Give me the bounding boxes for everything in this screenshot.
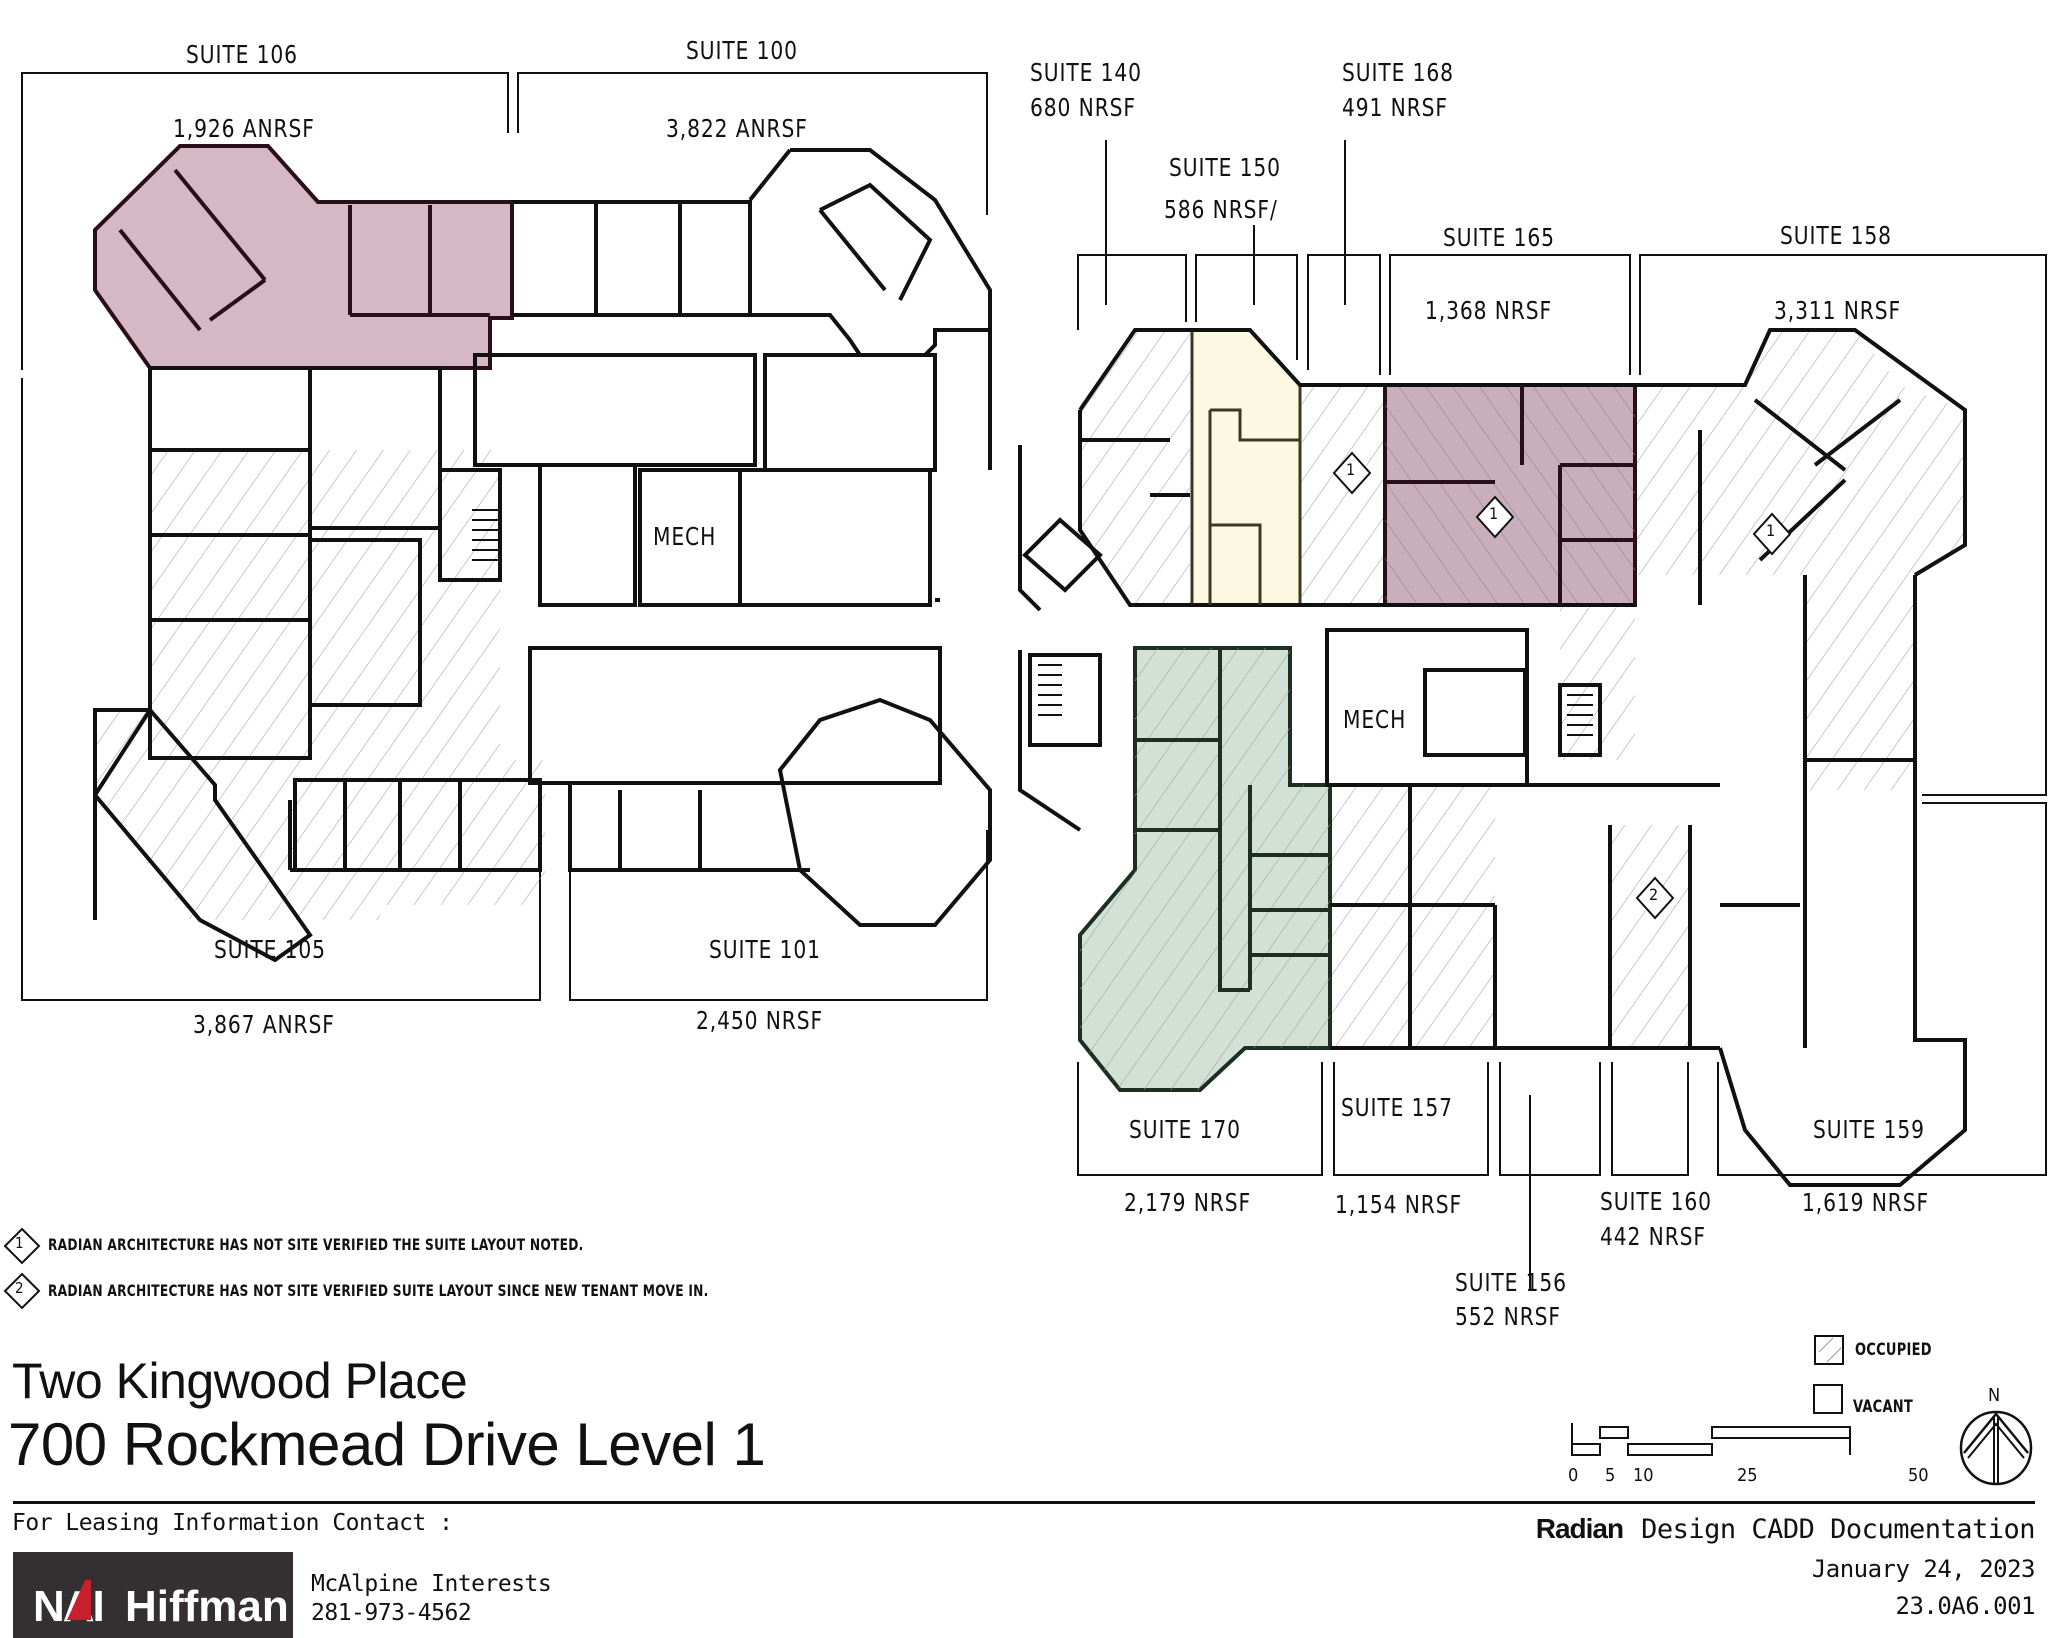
right-building — [1018, 328, 1967, 1187]
suite-170-label[interactable]: SUITE 170 — [1129, 1115, 1241, 1144]
building-name: Two Kingwood Place — [12, 1353, 468, 1409]
marker-1-suite-165: 1 — [1489, 504, 1499, 523]
suite-165-area: 1,368 NRSF — [1425, 296, 1553, 325]
scale-bar — [1571, 1423, 1851, 1456]
north-arrow-icon — [1959, 1410, 2033, 1486]
leasing-phone[interactable]: 281-973-4562 — [311, 1600, 472, 1626]
logo-nai: NAI — [33, 1582, 105, 1631]
mech-room-left: MECH — [653, 522, 717, 551]
nai-red-accent-icon — [67, 1580, 91, 1620]
suite-159-area: 1,619 NRSF — [1802, 1188, 1930, 1217]
suite-140-area: 680 NRSF — [1030, 93, 1136, 122]
marker-2-suite-160: 2 — [1649, 885, 1659, 904]
suite-160-label[interactable]: SUITE 160 — [1600, 1187, 1712, 1216]
scale-tick-10: 10 — [1633, 1465, 1654, 1486]
suite-106-area[interactable] — [93, 144, 514, 370]
legend-vacant: VACANT — [1853, 1397, 1914, 1417]
suite-158-area: 3,311 NRSF — [1774, 296, 1902, 325]
suite-160-area: 442 NRSF — [1600, 1222, 1706, 1251]
suite-165-label[interactable]: SUITE 165 — [1443, 223, 1555, 252]
suite-100-area: 3,822 ANRSF — [666, 114, 808, 143]
suite-168-label[interactable]: SUITE 168 — [1342, 58, 1454, 87]
note-2-text: RADIAN ARCHITECTURE HAS NOT SITE VERIFIE… — [48, 1281, 709, 1300]
suite-106-area: 1,926 ANRSF — [173, 114, 315, 143]
suite-105-area: 3,867 ANRSF — [193, 1010, 335, 1039]
occupied-swatch-icon — [1814, 1335, 1844, 1365]
note-1-diamond-icon — [3, 1227, 41, 1265]
suite-150-label[interactable]: SUITE 150 — [1169, 153, 1281, 182]
suite-140-label[interactable]: SUITE 140 — [1030, 58, 1142, 87]
suite-150-area[interactable] — [1190, 328, 1302, 607]
scale-tick-50: 50 — [1908, 1465, 1929, 1486]
scale-tick-5: 5 — [1605, 1465, 1616, 1486]
north-label: N — [1988, 1385, 2001, 1406]
marker-1-suite-158: 1 — [1766, 521, 1776, 540]
suite-101-area: 2,450 NRSF — [696, 1006, 824, 1035]
legend-occupied: OCCUPIED — [1855, 1340, 1932, 1360]
suite-156-label[interactable]: SUITE 156 — [1455, 1268, 1567, 1297]
suite-156-area: 552 NRSF — [1455, 1302, 1561, 1331]
firm-subtitle: Design CADD Documentation — [1641, 1514, 2035, 1545]
suite-157-label[interactable]: SUITE 157 — [1341, 1093, 1453, 1122]
note-markers — [1332, 451, 1792, 920]
suite-106-label[interactable]: SUITE 106 — [186, 40, 298, 69]
note-2-number: 2 — [15, 1279, 24, 1297]
suite-101-label[interactable]: SUITE 101 — [709, 935, 821, 964]
mech-room-right: MECH — [1343, 705, 1407, 734]
logo-hiffman: Hiffman — [125, 1582, 289, 1631]
note-1-text: RADIAN ARCHITECTURE HAS NOT SITE VERIFIE… — [48, 1235, 584, 1254]
suite-brackets — [21, 72, 2047, 1290]
plan-date: January 24, 2023 — [1811, 1555, 2036, 1583]
left-building — [93, 144, 992, 963]
suite-150-area: 586 NRSF/ — [1164, 195, 1278, 224]
scale-tick-25: 25 — [1737, 1465, 1758, 1486]
suite-158-label[interactable]: SUITE 158 — [1780, 221, 1892, 250]
suite-100-label[interactable]: SUITE 100 — [686, 36, 798, 65]
nai-hiffman-logo[interactable]: NAI Hiffman — [13, 1552, 293, 1638]
scale-tick-0: 0 — [1568, 1465, 1579, 1486]
leasing-heading: For Leasing Information Contact : — [12, 1510, 453, 1536]
suite-159-label[interactable]: SUITE 159 — [1813, 1115, 1925, 1144]
leasing-company: McAlpine Interests — [311, 1571, 552, 1597]
note-2-diamond-icon — [3, 1272, 41, 1310]
suite-170-area: 2,179 NRSF — [1124, 1188, 1252, 1217]
project-number: 23.0A6.001 — [1895, 1592, 2036, 1620]
firm-line: Radian Design CADD Documentation — [1535, 1512, 2036, 1545]
firm-name: Radian — [1535, 1513, 1624, 1544]
title-divider — [13, 1501, 2035, 1504]
note-1-number: 1 — [15, 1234, 24, 1252]
suite-157-area: 1,154 NRSF — [1335, 1190, 1463, 1219]
suite-105-label[interactable]: SUITE 105 — [214, 935, 326, 964]
building-address: 700 Rockmead Drive Level 1 — [8, 1411, 766, 1478]
marker-1-suite-168: 1 — [1346, 460, 1356, 479]
suite-168-area: 491 NRSF — [1342, 93, 1448, 122]
vacant-swatch-icon — [1813, 1384, 1843, 1414]
